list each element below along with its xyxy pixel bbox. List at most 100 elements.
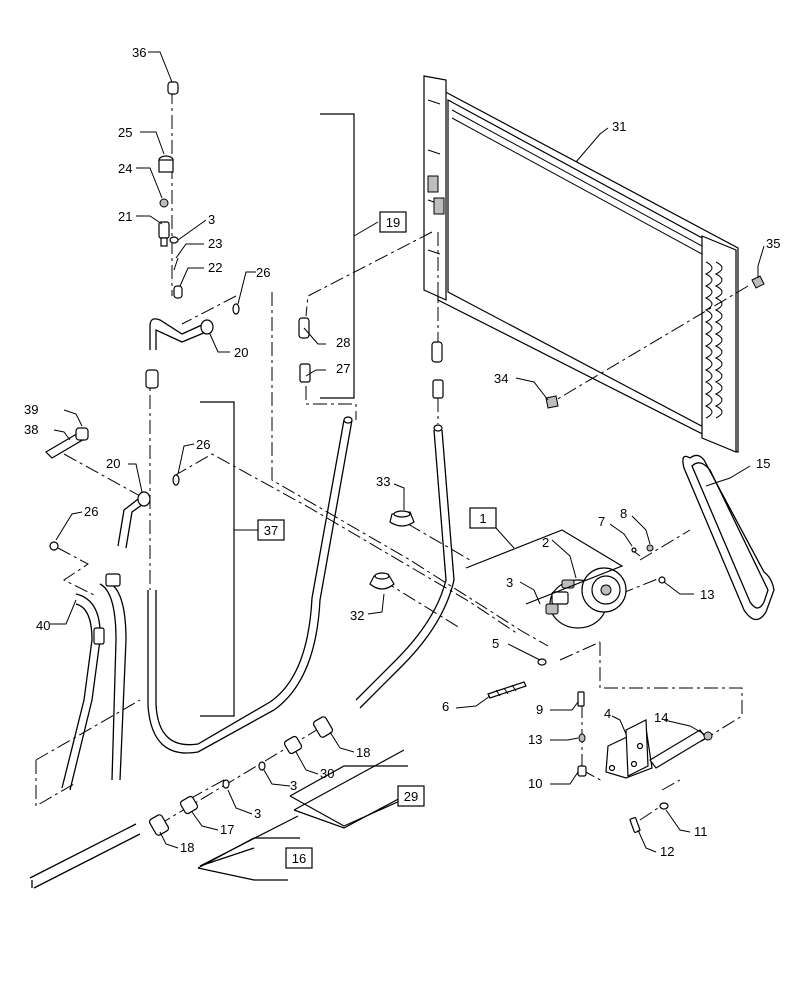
callout-40: 40	[36, 618, 50, 633]
washer-13-low	[578, 733, 586, 743]
adjuster-14	[649, 729, 713, 769]
callout-13-low: 13	[528, 732, 542, 747]
liquid-line-16	[29, 823, 141, 889]
oring-3-top	[169, 236, 179, 244]
box-label-19: 19	[379, 211, 407, 233]
oring-26-top	[232, 303, 240, 315]
callout-26-top: 26	[256, 265, 270, 280]
oring-26-left	[49, 541, 59, 551]
grommet-32	[369, 572, 395, 590]
fitting-21	[158, 221, 170, 247]
fitting-30	[283, 735, 303, 755]
group-16-bracket	[199, 815, 299, 867]
callout-34: 34	[494, 371, 508, 386]
callout-11: 11	[694, 824, 708, 839]
ball-24	[159, 198, 169, 208]
callout-10: 10	[528, 776, 542, 791]
callout-18-upper: 18	[356, 745, 370, 760]
condenser-assembly	[423, 75, 739, 453]
callout-31: 31	[612, 119, 626, 134]
callout-28: 28	[336, 335, 350, 350]
callout-3-top: 3	[208, 212, 215, 227]
callout-32: 32	[350, 608, 364, 623]
callout-6: 6	[442, 699, 449, 714]
washer-13-top	[658, 576, 666, 584]
callout-8: 8	[620, 506, 627, 521]
bracket-4	[605, 719, 653, 779]
svg-text:1: 1	[479, 511, 486, 526]
nut-8	[646, 544, 654, 552]
callout-4: 4	[604, 706, 611, 721]
discharge-hose-19	[355, 424, 455, 709]
callout-15: 15	[756, 456, 770, 471]
callout-labels: 36 25 24 21 3 23 22 26 20 39 38 20 26 26…	[24, 45, 780, 859]
callout-20-top: 20	[234, 345, 248, 360]
box-label-37: 37	[257, 519, 285, 541]
cap-36	[167, 81, 179, 95]
callout-3-comp: 3	[506, 575, 513, 590]
callout-3-c: 3	[290, 778, 297, 793]
callout-13-top: 13	[700, 587, 714, 602]
oring-26-mid	[172, 474, 180, 486]
callout-35: 35	[766, 236, 780, 251]
washer-5	[537, 658, 547, 666]
group-29-bracket	[293, 749, 405, 829]
callout-12: 12	[660, 844, 674, 859]
callout-18-lower: 18	[180, 840, 194, 855]
callout-14: 14	[654, 710, 668, 725]
callout-20-mid: 20	[106, 456, 120, 471]
callout-5: 5	[492, 636, 499, 651]
callout-26-mid: 26	[196, 437, 210, 452]
callout-24: 24	[118, 161, 132, 176]
condenser-bolt-35	[751, 275, 765, 289]
callout-38: 38	[24, 422, 38, 437]
hose-20-lower-long	[99, 573, 127, 781]
callout-22: 22	[208, 260, 222, 275]
grommet-33	[389, 510, 415, 527]
compressor-2	[545, 567, 627, 629]
callout-26-left: 26	[84, 504, 98, 519]
tube-20-upper	[145, 318, 214, 389]
bolt-6	[487, 681, 527, 699]
bolt-10	[577, 765, 587, 777]
callout-3-d: 3	[254, 806, 261, 821]
switch-25	[158, 155, 174, 173]
oring-3-d	[222, 779, 230, 789]
callout-39: 39	[24, 402, 38, 417]
leader-lines	[50, 51, 765, 853]
nut-18-lower	[148, 814, 170, 836]
box-label-1: 1	[469, 507, 497, 529]
condenser-fitting-27	[298, 317, 311, 383]
bolt-9	[577, 691, 585, 707]
callout-9: 9	[536, 702, 543, 717]
callout-17: 17	[220, 822, 234, 837]
condenser-nut-34	[545, 395, 559, 409]
suction-hose-37	[147, 416, 353, 754]
svg-text:37: 37	[264, 523, 278, 538]
callout-23: 23	[208, 236, 222, 251]
callout-36: 36	[132, 45, 146, 60]
switch-38-39	[45, 427, 89, 459]
callout-33: 33	[376, 474, 390, 489]
belt-15	[682, 454, 775, 621]
svg-text:16: 16	[292, 851, 306, 866]
callout-7: 7	[598, 514, 605, 529]
nut-18-upper	[312, 716, 334, 738]
bolt-7	[631, 547, 641, 557]
box-label-29: 29	[397, 785, 425, 807]
flow-lines	[35, 90, 749, 825]
svg-text:19: 19	[386, 215, 400, 230]
hose-40	[61, 593, 105, 791]
callout-30: 30	[320, 766, 334, 781]
bolt-12	[629, 817, 641, 833]
box-label-16: 16	[285, 847, 313, 869]
oring-3-c	[258, 761, 266, 771]
fitting-17	[179, 795, 199, 815]
condenser-outlet-fitting	[431, 341, 444, 399]
callout-27: 27	[336, 361, 350, 376]
svg-text:29: 29	[404, 789, 418, 804]
callout-2: 2	[542, 535, 549, 550]
valve-22	[173, 285, 183, 299]
callout-21: 21	[118, 209, 132, 224]
tube-20-lower	[117, 491, 151, 549]
